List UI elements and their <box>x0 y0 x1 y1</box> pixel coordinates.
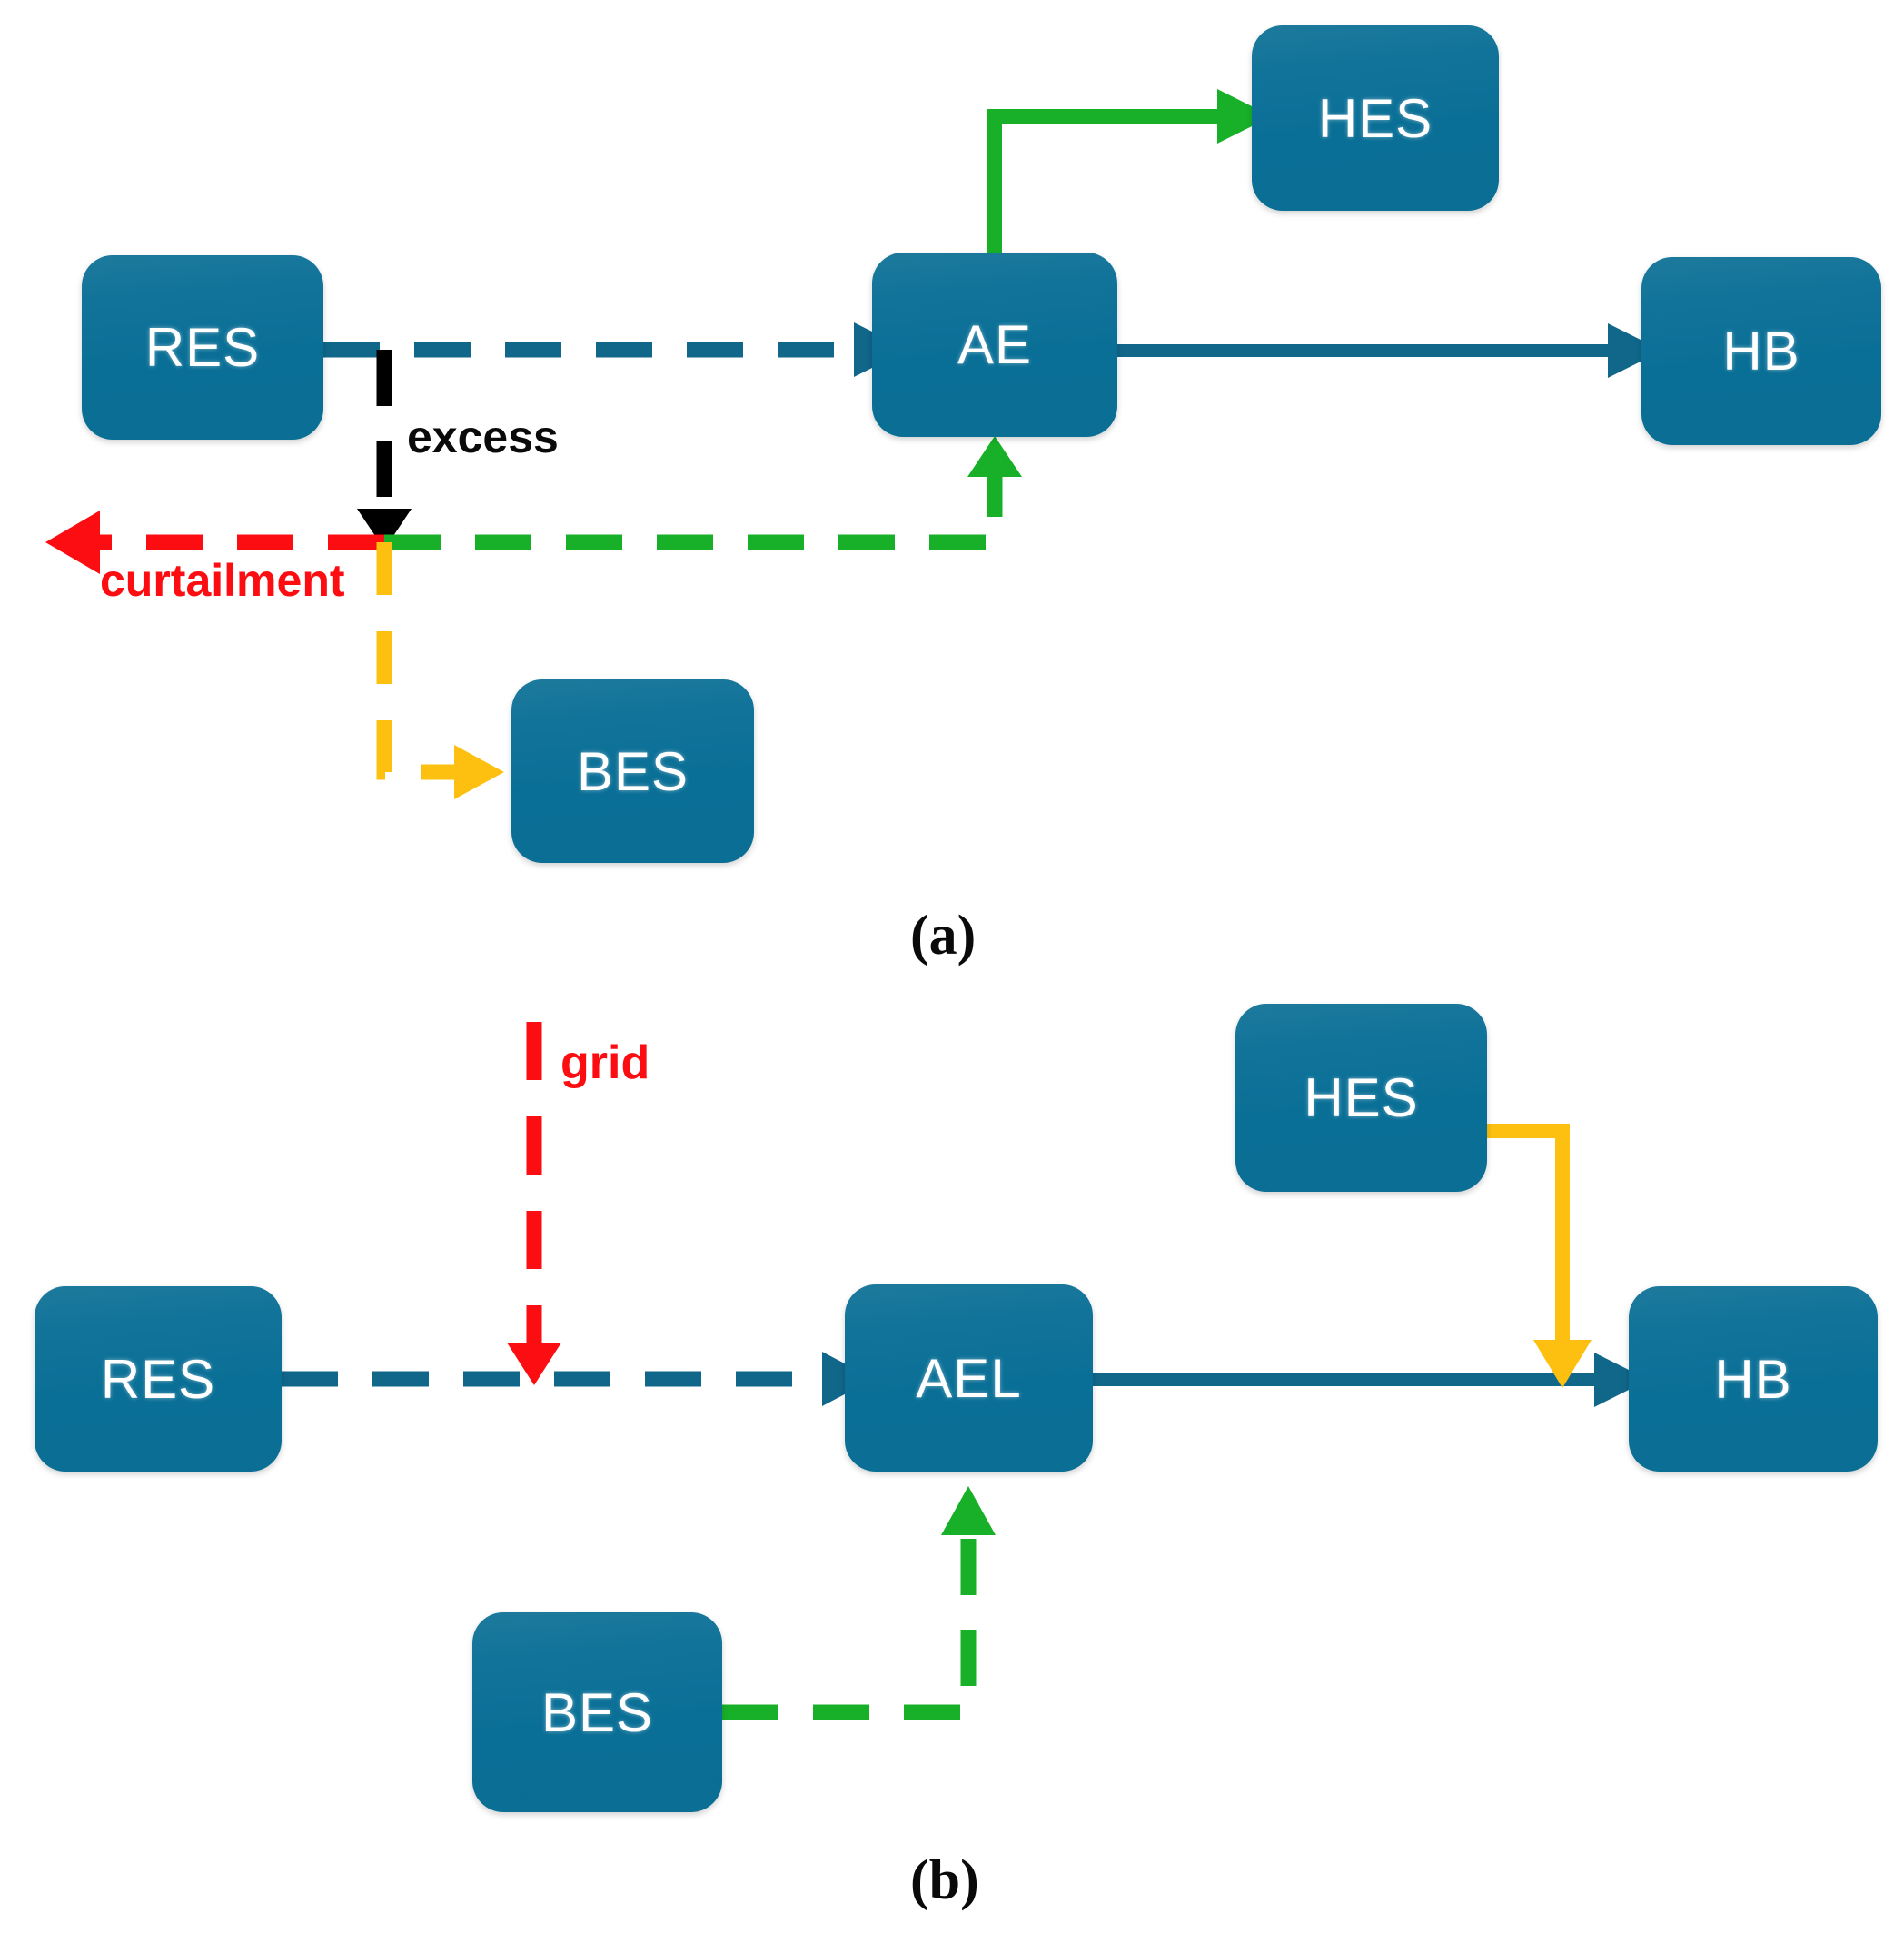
panel-caption-b: (b) <box>910 1849 979 1911</box>
flow-curtailment-a <box>45 511 384 574</box>
node-hb-a[interactable]: HB <box>1641 257 1881 445</box>
node-hb-b[interactable]: HB <box>1629 1286 1878 1472</box>
node-bes-a[interactable]: BES <box>511 679 754 863</box>
node-label-ae-a: AE <box>957 314 1033 375</box>
flow-junction-to-bes-a <box>376 542 504 799</box>
node-bes-b[interactable]: BES <box>472 1612 722 1812</box>
flow-hes-to-hb-b <box>1487 1124 1592 1388</box>
node-label-bes-b: BES <box>540 1681 654 1743</box>
node-label-hb-a: HB <box>1722 321 1800 382</box>
flow-res-to-ael-b <box>282 1352 874 1406</box>
edge-label-curtailment: curtailment <box>100 555 345 606</box>
node-hes-a[interactable]: HES <box>1252 25 1499 211</box>
node-res-b[interactable]: RES <box>35 1286 282 1472</box>
node-label-ael-b: AEL <box>916 1347 1022 1409</box>
node-label-hb-b: HB <box>1714 1348 1792 1410</box>
panel-caption-a: (a) <box>910 905 977 967</box>
node-hes-b[interactable]: HES <box>1235 1004 1487 1192</box>
flow-bes-to-ael-b <box>722 1486 996 1720</box>
node-res-a[interactable]: RES <box>82 255 323 440</box>
edge-label-grid: grid <box>560 1036 650 1089</box>
flow-grid-down-b <box>507 1022 561 1385</box>
node-label-hes-a: HES <box>1317 87 1433 149</box>
node-ae-a[interactable]: AE <box>872 253 1117 437</box>
flow-ael-to-hb-b <box>1093 1353 1649 1407</box>
flow-res-to-ae-a <box>323 322 908 377</box>
flow-junction-to-ae-a <box>384 436 1022 550</box>
flow-ae-to-hb-a <box>1117 323 1662 378</box>
node-label-res-a: RES <box>144 317 261 378</box>
node-ael-b[interactable]: AEL <box>845 1284 1093 1472</box>
node-label-hes-b: HES <box>1304 1067 1419 1128</box>
edge-label-excess: excess <box>407 411 559 462</box>
node-label-res-b: RES <box>100 1348 216 1410</box>
flow-ae-to-hes-a <box>987 89 1272 253</box>
flow-excess-a <box>357 350 412 550</box>
node-label-bes-a: BES <box>576 740 689 802</box>
